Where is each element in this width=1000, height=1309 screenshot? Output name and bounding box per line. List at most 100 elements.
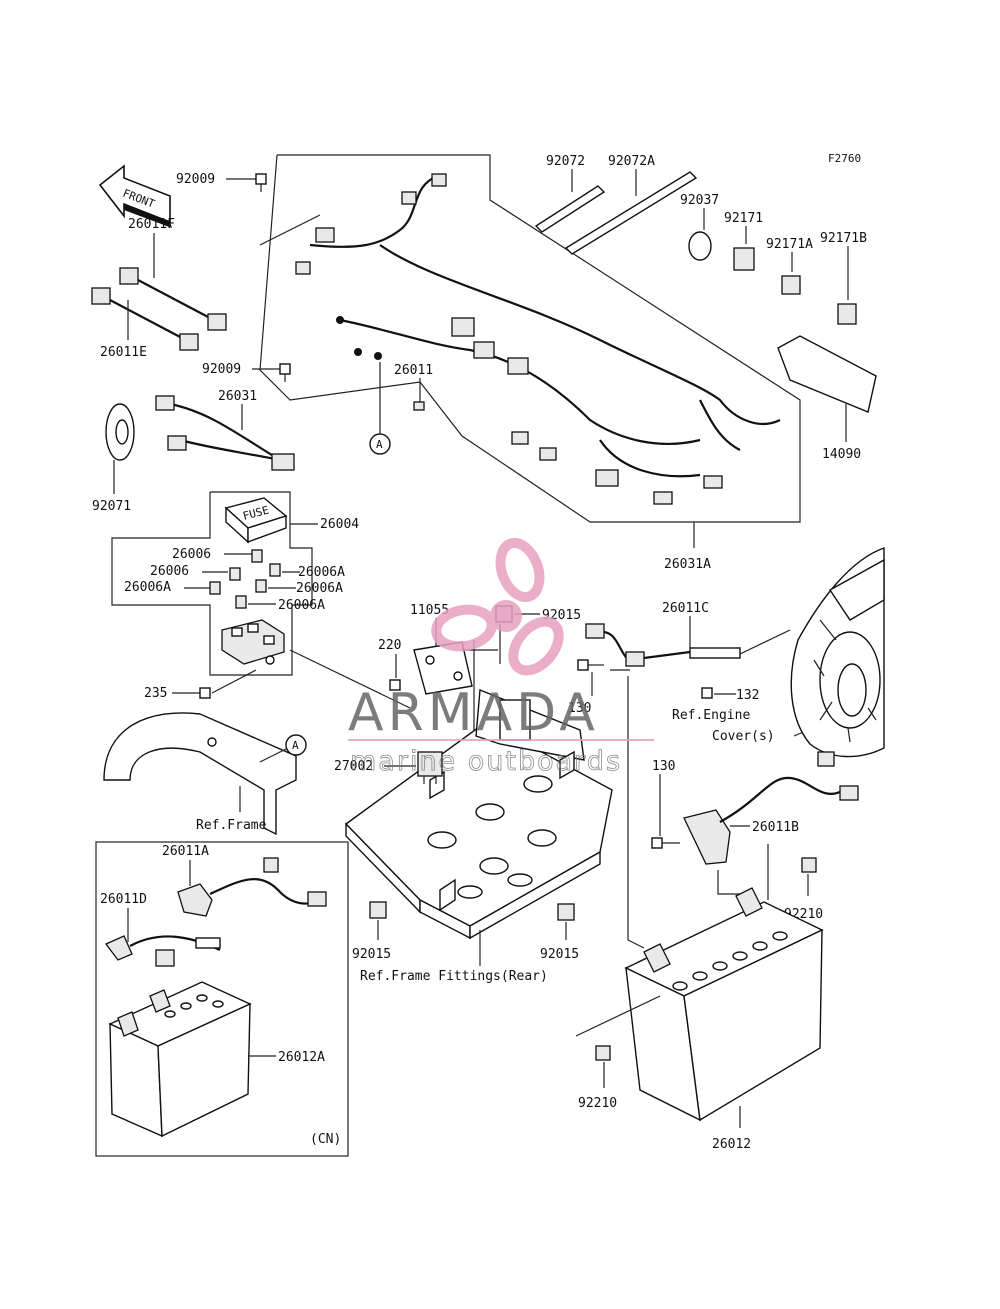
callout-92071: 92071 (92, 499, 131, 514)
leader (259, 747, 289, 763)
front-arrow-icon: FRONT (98, 164, 172, 228)
leader (717, 870, 740, 895)
callout-132: 132 (736, 688, 759, 703)
cable-tie-icon (534, 185, 606, 233)
callout-27002: 27002 (334, 759, 373, 774)
callout-26006-b: 26006 (150, 564, 189, 579)
leader (259, 214, 321, 246)
bolt-icon (199, 687, 211, 699)
callout-92072A: 92072A (608, 154, 655, 169)
terminal-icon (413, 401, 425, 411)
nut-icon (801, 857, 817, 873)
cn-group-outline (95, 841, 349, 1157)
bolt-132-icon (701, 687, 713, 699)
leader (575, 995, 661, 1037)
callout-92015-c: 92015 (540, 947, 579, 962)
clamp-icon (688, 231, 712, 261)
callout-26006A: 26006A (298, 565, 345, 580)
ref-engine-line1: Ref.Engine (672, 708, 750, 723)
callout-92015-b: 92015 (352, 947, 391, 962)
callout-26031: 26031 (218, 389, 257, 404)
ref-marker-a-circle (369, 433, 391, 455)
lead-26011B-icon (683, 751, 859, 865)
lead-26011C-icon (585, 623, 791, 667)
callout-92072: 92072 (546, 154, 585, 169)
callout-26031A: 26031A (664, 557, 711, 572)
ref-marker-a-circle-2 (285, 734, 307, 756)
frame-icon (103, 712, 297, 836)
lead-26011F-icon (119, 267, 227, 331)
leader (627, 939, 645, 949)
watermark-logo: ARMADA marine outboards (348, 537, 654, 777)
clip-icon (557, 903, 575, 921)
callout-26006A-d: 26006A (278, 598, 325, 613)
fuse-icon (235, 595, 247, 609)
callout-26011D: 26011D (100, 892, 147, 907)
callout-92009-b: 92009 (202, 362, 241, 377)
cn-label: (CN) (310, 1132, 341, 1147)
grommet-icon (105, 403, 135, 461)
bolt-130b-icon (651, 837, 680, 849)
sub-harness-icon (155, 395, 295, 471)
watermark-tagline: marine outboards (350, 746, 622, 777)
nut-icon (595, 1045, 611, 1061)
callout-26004: 26004 (320, 517, 359, 532)
figure-code: F2760 (828, 152, 861, 165)
leader (211, 669, 257, 694)
callout-130-b: 130 (652, 759, 675, 774)
callout-92171A: 92171A (766, 237, 813, 252)
fuse-cover-icon: FUSE (224, 497, 288, 544)
screw-220-icon (389, 679, 401, 691)
callout-26006: 26006 (172, 547, 211, 562)
engine-cover-icon (790, 547, 885, 758)
bolt-130-icon (577, 659, 604, 671)
callout-26006A-b: 26006A (296, 581, 343, 596)
ref-marker-a-2: A (292, 739, 299, 752)
callout-235: 235 (144, 686, 167, 701)
ref-frame-fittings: Ref.Frame Fittings(Rear) (360, 969, 548, 984)
callout-26011: 26011 (394, 363, 433, 378)
callout-14090: 14090 (822, 447, 861, 462)
callout-220: 220 (378, 638, 401, 653)
ref-engine-line2: Cover(s) (712, 729, 775, 744)
callout-26011B: 26011B (752, 820, 799, 835)
clip-b-icon (837, 303, 857, 325)
fuse-icon (229, 567, 241, 581)
lead-26011D-icon (104, 935, 221, 967)
main-harness (295, 173, 781, 505)
callout-11055: 11055 (410, 603, 449, 618)
callout-26012: 26012 (712, 1137, 751, 1152)
clip-icon (733, 247, 755, 271)
relay-icon (417, 751, 443, 784)
callout-26011E: 26011E (100, 345, 147, 360)
battery-26012A-icon (108, 981, 252, 1138)
fuse-icon (269, 563, 281, 577)
propeller-icon (431, 537, 564, 676)
callout-26006A-c: 26006A (124, 580, 171, 595)
ref-frame: Ref.Frame (196, 818, 267, 833)
callout-92171: 92171 (724, 211, 763, 226)
fuse-box-icon (221, 619, 285, 665)
callout-26011F: 26011F (128, 217, 175, 232)
fuse-icon (209, 581, 221, 595)
leader (289, 649, 411, 709)
callout-26011A: 26011A (162, 844, 209, 859)
callout-92037: 92037 (680, 193, 719, 208)
fuse-icon (255, 579, 267, 593)
clip-icon (369, 901, 387, 919)
callout-26011C: 26011C (662, 601, 709, 616)
lead-26011A-icon (177, 857, 327, 917)
fuse-group-outline (111, 491, 313, 676)
lead-26011E-icon (91, 287, 199, 351)
ref-marker-a: A (376, 438, 383, 451)
callout-26012A: 26012A (278, 1050, 325, 1065)
clip-a-icon (781, 275, 801, 295)
cable-tie-long-icon (564, 171, 698, 255)
fuse-icon (251, 549, 263, 563)
cover-icon (777, 335, 877, 413)
battery-26012-icon (624, 887, 824, 1122)
harness-group-outline (259, 154, 801, 523)
watermark-brand: ARMADA (348, 683, 599, 743)
